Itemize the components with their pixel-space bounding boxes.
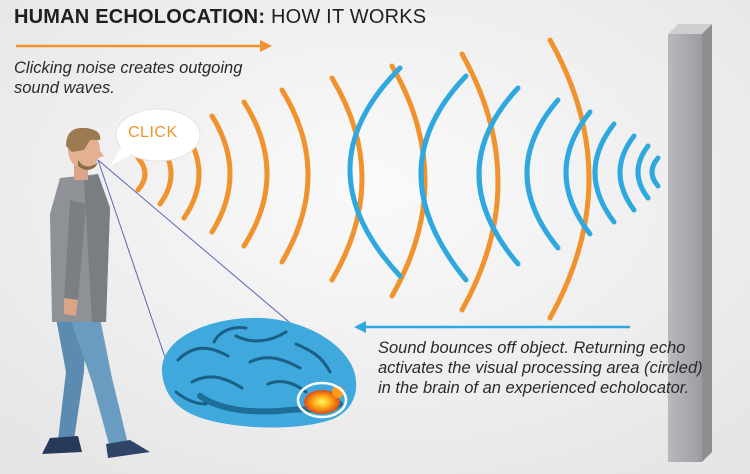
returning-arrow [354,321,630,333]
click-speech-bubble [110,108,201,166]
outgoing-caption: Clicking noise creates outgoing sound wa… [14,59,243,97]
outgoing-sound-waves [135,37,592,321]
walking-person [42,127,150,458]
connector-lines [97,159,323,373]
brain-scan [161,317,357,428]
title-regular: HOW IT WORKS [270,6,427,28]
returning-sound-waves [347,65,661,283]
title-bold: HUMAN ECHOLOCATION: [14,6,266,28]
outgoing-arrow [16,40,272,52]
activation-circle [296,381,348,419]
returning-caption: Sound bounces off object. Returning echo… [378,339,703,397]
wall-object [668,24,712,462]
diagram-title: HUMAN ECHOLOCATION: HOW IT WORKS [14,6,426,29]
click-label: CLICK [128,124,178,141]
